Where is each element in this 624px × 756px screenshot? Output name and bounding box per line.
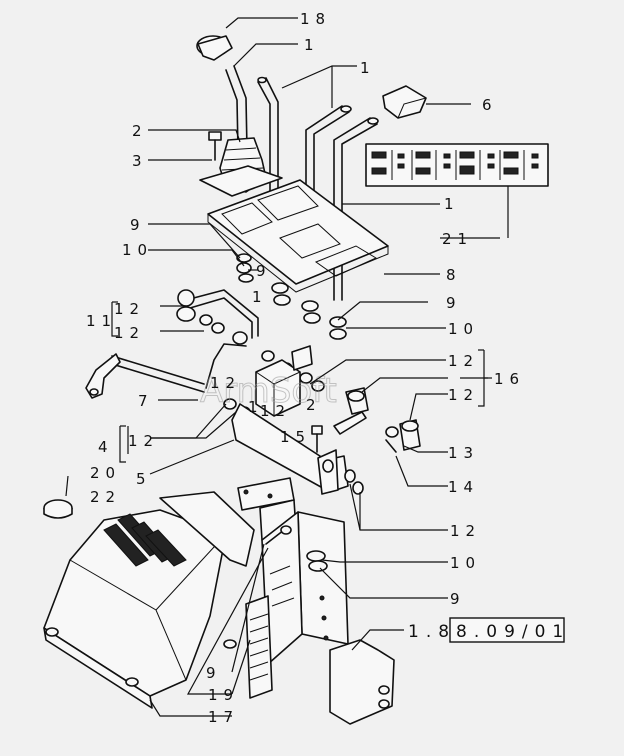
callout-c12h: 12	[450, 522, 481, 540]
callout-c9d: 9	[450, 590, 466, 608]
control-lever-main	[196, 35, 248, 151]
pivot-joints	[333, 387, 421, 451]
decal-21	[365, 143, 549, 187]
callout-c16: 16	[494, 370, 525, 388]
callout-c14: 14	[448, 478, 479, 496]
callout-c6: 6	[482, 96, 498, 114]
callout-c21: 21	[442, 230, 473, 248]
callout-c9a: 9	[130, 216, 146, 234]
callout-c12d: 12	[448, 386, 479, 404]
console-post	[237, 477, 395, 725]
screw-19	[265, 525, 292, 545]
callout-c4: 4	[98, 438, 114, 456]
bracket-5	[231, 403, 364, 495]
callout-c10b: 10	[448, 320, 479, 338]
callout-c1a: 1	[304, 36, 320, 54]
callout-c1b: 1	[360, 59, 376, 77]
lever-block	[255, 345, 313, 417]
knob-6	[382, 85, 427, 119]
callout-c17: 17	[208, 708, 239, 726]
callout-c7: 7	[138, 392, 154, 410]
callout-c12f: 12	[260, 402, 291, 420]
callout-c12g: 12	[128, 432, 159, 450]
callout-c10c: 10	[450, 554, 481, 572]
callout-c5: 5	[136, 470, 152, 488]
washer-stack-left	[236, 253, 254, 283]
callout-c12c: 12	[448, 352, 479, 370]
callout-c19: 19	[208, 686, 239, 704]
watermark: ArmSoft	[200, 371, 337, 411]
callout-c1c: 1	[444, 195, 460, 213]
callout-c9b: 9	[256, 262, 272, 280]
callout-c11: 11	[86, 312, 117, 330]
washer-stack-center	[271, 282, 291, 306]
callout-c13: 13	[448, 444, 479, 462]
bolt-15	[311, 425, 323, 453]
group-brackets	[111, 301, 492, 463]
shaft-7	[85, 343, 247, 399]
linkage-rod-11	[176, 289, 259, 345]
callout-c2b: 2	[306, 396, 322, 414]
knob-22	[43, 499, 73, 519]
callout-c10a: 10	[122, 241, 153, 259]
bolt-3	[208, 131, 222, 161]
callout-c12e: 12	[210, 374, 241, 392]
reference-box: 1.88.09/01	[408, 617, 570, 643]
callout-c20: 20	[90, 464, 121, 482]
reference-label: 1.88.09/01	[408, 622, 570, 642]
callout-c1e: 1	[248, 398, 264, 416]
callout-c12a: 12	[114, 300, 145, 318]
callout-c12b: 12	[114, 324, 145, 342]
callout-c18: 18	[300, 10, 331, 28]
callout-c22: 22	[90, 488, 121, 506]
callout-c2: 2	[132, 122, 148, 140]
callout-c3: 3	[132, 152, 148, 170]
callout-c1d: 1	[252, 288, 268, 306]
callout-c8: 8	[446, 266, 462, 284]
callout-c15: 15	[280, 428, 311, 446]
guide-plate-8	[207, 179, 389, 293]
callout-c9e: 9	[206, 664, 222, 682]
washer-stack-right	[301, 300, 347, 340]
gaiter-plate	[199, 165, 283, 197]
pin-14	[385, 439, 397, 453]
callout-c9c: 9	[446, 294, 462, 312]
cover-17	[43, 491, 255, 709]
leader-lines	[65, 17, 509, 717]
